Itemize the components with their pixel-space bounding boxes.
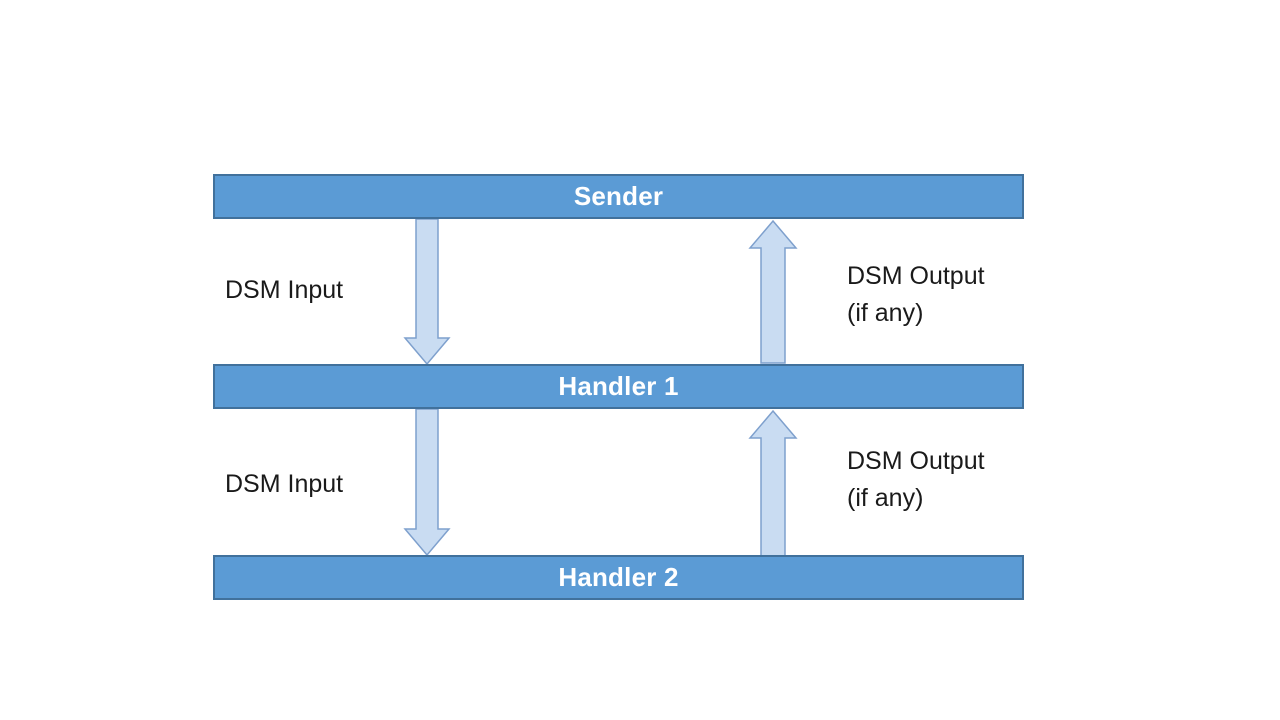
edge-label-line: (if any) bbox=[847, 299, 924, 327]
edge-label-dsm-output-2: DSM Output (if any) bbox=[847, 443, 985, 517]
edge-label-dsm-input-2: DSM Input bbox=[225, 466, 343, 503]
edge-label-line: DSM Output bbox=[847, 262, 985, 290]
edge-label-dsm-input-1: DSM Input bbox=[225, 272, 343, 309]
down-arrow-icon-handler1-to-handler2 bbox=[403, 408, 451, 557]
node-handler2: Handler 2 bbox=[213, 555, 1024, 600]
edge-label-line: (if any) bbox=[847, 484, 924, 512]
node-handler1: Handler 1 bbox=[213, 364, 1024, 409]
node-sender: Sender bbox=[213, 174, 1024, 219]
edge-label-line: DSM Input bbox=[225, 276, 344, 304]
edge-label-line: DSM Input bbox=[225, 470, 344, 498]
up-arrow-icon-handler1-to-sender bbox=[748, 219, 798, 364]
node-handler2-label: Handler 2 bbox=[558, 562, 679, 592]
up-arrow-icon-handler2-to-handler1 bbox=[748, 409, 798, 557]
down-arrow-icon-sender-to-handler1 bbox=[403, 218, 451, 366]
node-handler1-label: Handler 1 bbox=[558, 371, 679, 401]
node-sender-label: Sender bbox=[573, 181, 664, 211]
edge-label-line: DSM Output bbox=[847, 447, 985, 475]
edge-label-dsm-output-1: DSM Output (if any) bbox=[847, 258, 985, 332]
